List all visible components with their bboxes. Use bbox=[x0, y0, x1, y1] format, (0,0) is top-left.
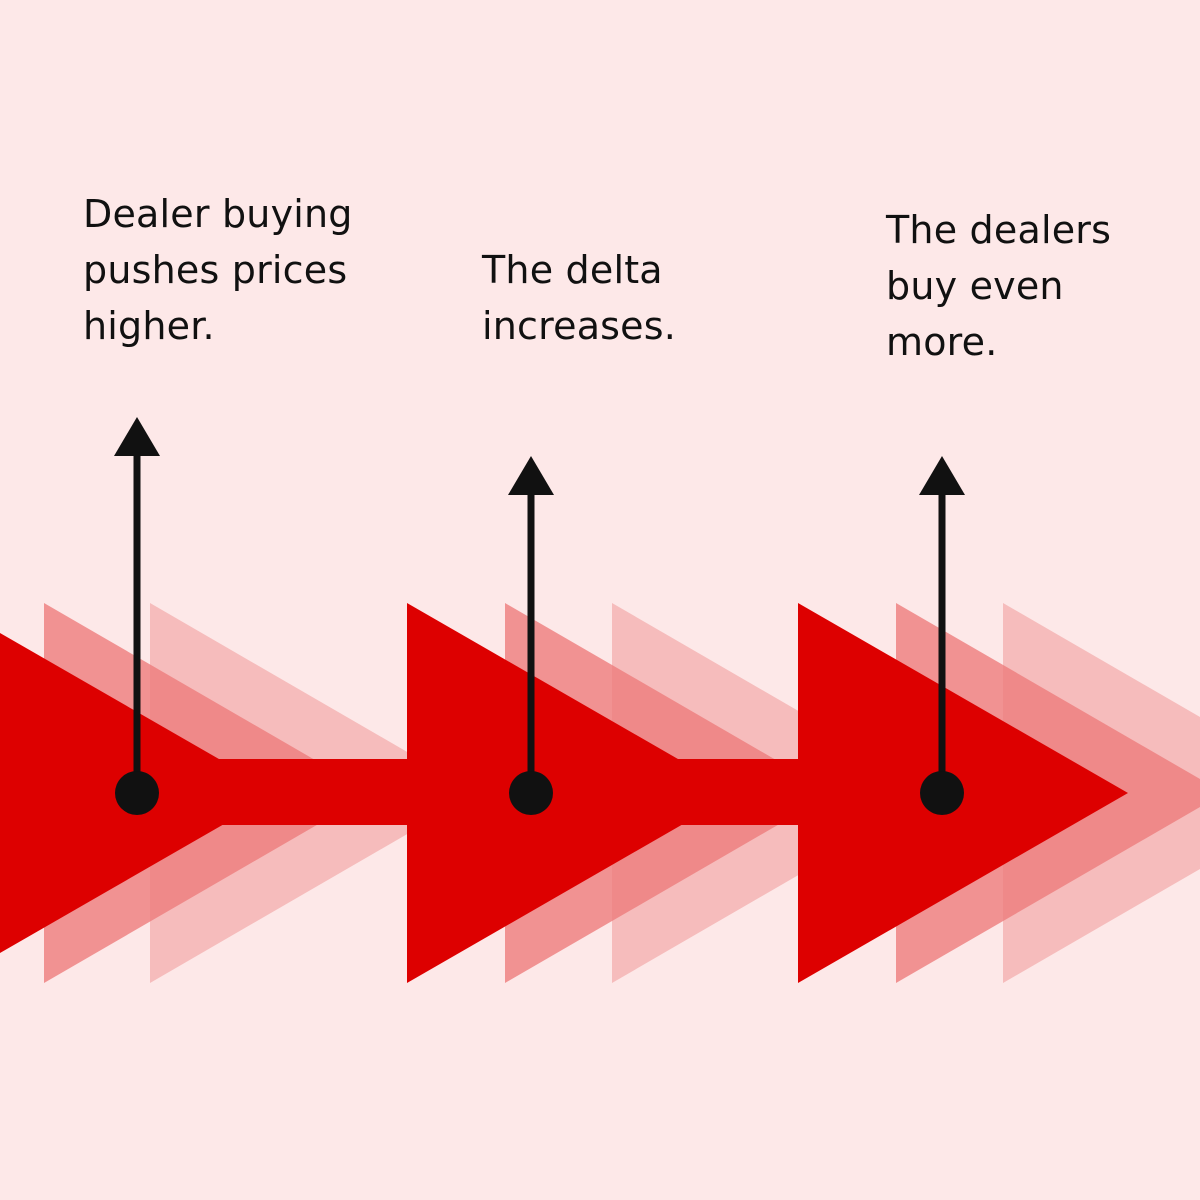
caption-line: The dealers bbox=[886, 208, 1112, 252]
dot-icon bbox=[920, 771, 964, 815]
up-arrow-icon bbox=[508, 456, 554, 495]
marker-1 bbox=[114, 417, 160, 815]
step-2-caption: The delta increases. bbox=[482, 242, 676, 354]
caption-line: more. bbox=[886, 320, 998, 364]
caption-line: Dealer buying bbox=[83, 192, 353, 236]
up-arrow-icon bbox=[919, 456, 965, 495]
caption-line: pushes prices bbox=[83, 248, 348, 292]
step-1-caption: Dealer buying pushes prices higher. bbox=[83, 186, 353, 354]
up-arrow-icon bbox=[114, 417, 160, 456]
dot-icon bbox=[115, 771, 159, 815]
step-3-caption: The dealers buy even more. bbox=[886, 202, 1111, 370]
caption-line: buy even bbox=[886, 264, 1064, 308]
step-markers bbox=[114, 417, 965, 815]
caption-line: increases. bbox=[482, 304, 677, 348]
marker-3 bbox=[919, 456, 965, 815]
caption-line: The delta bbox=[482, 248, 663, 292]
marker-2 bbox=[508, 456, 554, 815]
caption-line: higher. bbox=[83, 304, 215, 348]
dot-icon bbox=[509, 771, 553, 815]
chevron-main-2 bbox=[407, 603, 737, 983]
